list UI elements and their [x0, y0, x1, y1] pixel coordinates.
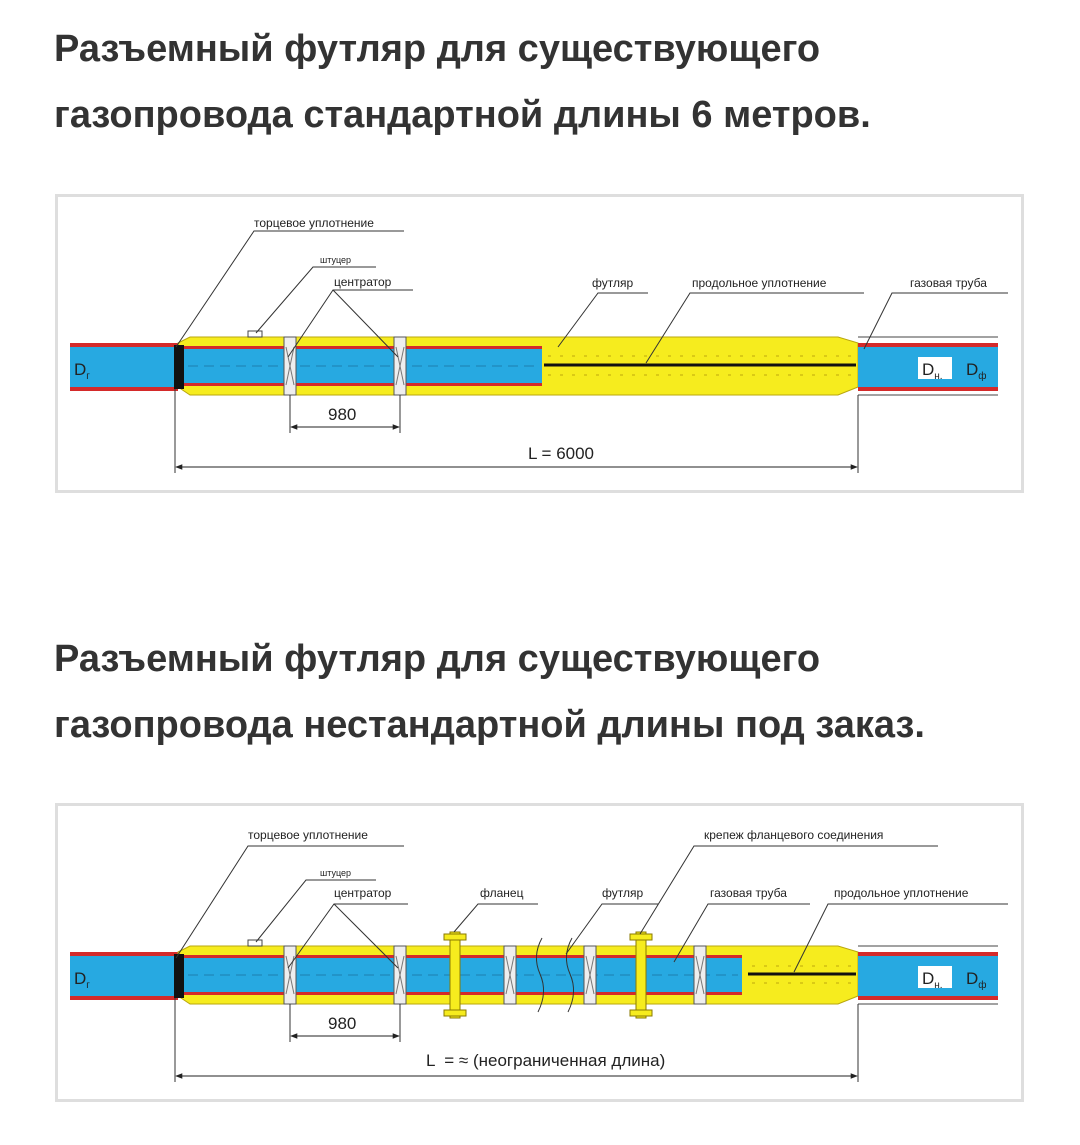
heading-standard-line2: газопровода стандартной длины 6 метров.	[54, 94, 871, 136]
centrator-2	[393, 945, 407, 1005]
symbol-dg: Dг	[74, 969, 90, 991]
end-seal	[174, 345, 184, 389]
heading-custom-line1: Разъемный футляр для существующего	[54, 638, 821, 680]
heading-standard-length: Разъемный футляр для существующего газоп…	[54, 16, 871, 148]
centrator-2	[393, 336, 407, 396]
centrator-4	[583, 945, 597, 1005]
label-fitting: штуцер	[320, 868, 351, 878]
gas-pipe-right	[858, 343, 998, 391]
leaders-2	[175, 845, 1008, 973]
label-longitudinal-seal: продольное уплотнение	[692, 276, 827, 290]
symbol-df: Dф	[966, 969, 987, 991]
label-centrator: центратор	[334, 886, 392, 900]
dimension-length: L = 6000	[528, 444, 594, 463]
label-centrator: центратор	[334, 275, 392, 289]
centrator-5	[693, 945, 707, 1005]
symbol-dg: Dг	[74, 360, 90, 382]
flange-2	[629, 931, 653, 1019]
centrator-1	[283, 945, 297, 1005]
gas-pipe-left	[70, 343, 178, 391]
flange-1	[443, 931, 467, 1019]
inner-pipe	[180, 346, 542, 386]
end-seal	[174, 954, 184, 998]
leaders-1	[175, 230, 1008, 364]
symbol-dn: Dн.	[922, 360, 943, 382]
break-marks	[536, 937, 574, 1013]
label-case: футляр	[602, 886, 643, 900]
centrator-3	[503, 945, 517, 1005]
gas-pipe-left	[70, 952, 178, 1000]
symbol-df: Dф	[966, 360, 987, 382]
dimension-980: 980	[328, 1014, 356, 1033]
label-flange: фланец	[480, 886, 524, 900]
label-fitting: штуцер	[320, 255, 351, 265]
label-longitudinal-seal: продольное уплотнение	[834, 886, 969, 900]
heading-custom-line2: газопровода нестандартной длины под зака…	[54, 704, 925, 746]
fitting-nub	[247, 330, 263, 338]
centrator-1	[283, 336, 297, 396]
diagram-standard-case: торцевое уплотнение штуцер центратор фут…	[55, 194, 1024, 493]
heading-custom-length: Разъемный футляр для существующего газоп…	[54, 626, 925, 758]
heading-standard-line1: Разъемный футляр для существующего	[54, 28, 821, 70]
label-flange-fastening: крепеж фланцевого соединения	[704, 828, 883, 842]
inner-pipe	[180, 955, 742, 995]
diagram-custom-case: торцевое уплотнение штуцер центратор фла…	[55, 803, 1024, 1102]
dimension-980: 980	[328, 405, 356, 424]
label-gas-pipe: газовая труба	[910, 276, 987, 290]
label-case: футляр	[592, 276, 633, 290]
label-end-seal: торцевое уплотнение	[248, 828, 368, 842]
fitting-nub	[247, 939, 263, 947]
diagram-custom-svg: торцевое уплотнение штуцер центратор фла…	[70, 828, 1008, 1082]
dimension-length: L = ≈ (неограниченная длина)	[426, 1051, 665, 1070]
symbol-dn: Dн.	[922, 969, 943, 991]
label-end-seal: торцевое уплотнение	[254, 216, 374, 230]
label-gas-pipe: газовая труба	[710, 886, 787, 900]
diagram-standard-svg: торцевое уплотнение штуцер центратор фут…	[70, 216, 1008, 473]
